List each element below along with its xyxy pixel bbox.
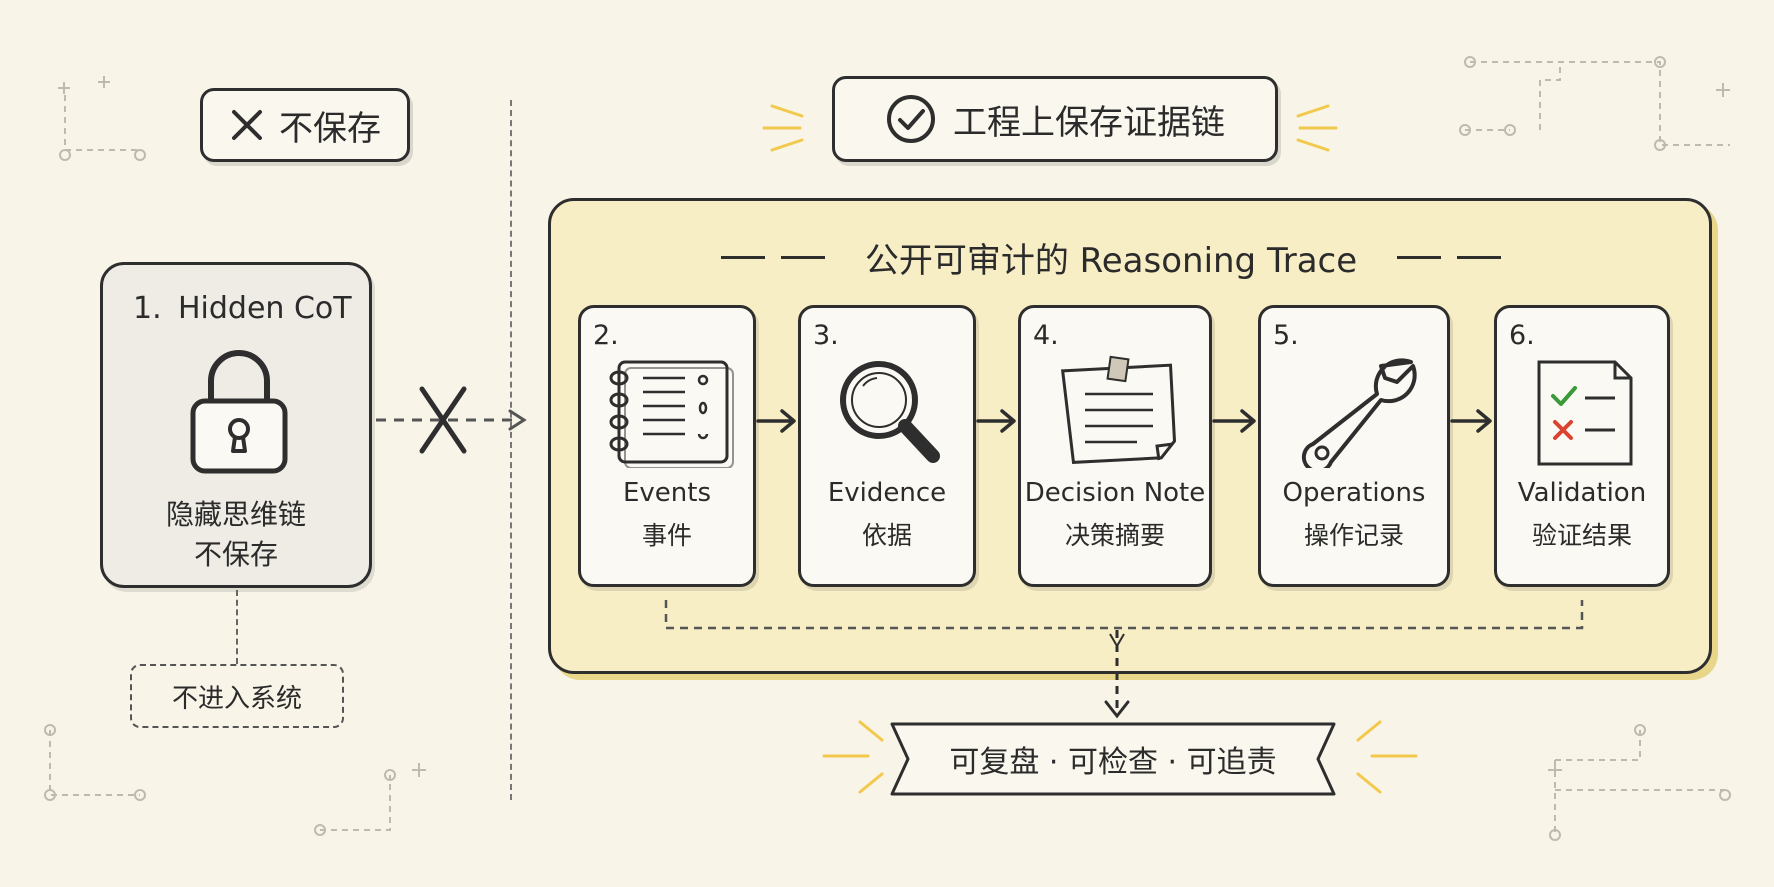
panel-title: 公开可审计的 Reasoning Trace: [864, 240, 1358, 281]
step-label-en: Operations: [1282, 478, 1426, 508]
hidden-cot-number: 1.: [133, 291, 162, 326]
title-dash-left2: [780, 255, 825, 259]
wrench-icon: [1301, 358, 1417, 468]
arrow-4-5: [1450, 409, 1492, 433]
step-label-zh: 依据: [861, 521, 912, 550]
not-in-system-label: 不进入系统: [171, 683, 302, 714]
step-card-events: 2. Events 事件: [578, 305, 756, 587]
arrow-3-4: [1212, 409, 1256, 433]
step-number: 6.: [1509, 320, 1535, 351]
step-card-decision-note: 4. Decision Note 决策摘要: [1018, 305, 1212, 587]
title-dash-right2: [1457, 255, 1502, 259]
arrow-2-3: [976, 409, 1016, 433]
hidden-cot-card: 1. Hidden CoT 隐藏思维链 不保存: [100, 262, 372, 588]
header-rays: [762, 104, 1338, 152]
magnifier-icon: [840, 361, 940, 463]
cross-icon: [232, 110, 262, 140]
step-label-zh: 决策摘要: [1064, 521, 1165, 550]
step-label-en: Events: [622, 478, 712, 508]
step-number: 2.: [593, 320, 619, 351]
hidden-cot-desc-line1: 隐藏思维链: [165, 498, 306, 531]
not-in-system-box: 不进入系统: [130, 664, 344, 728]
collect-arrow-tip-top: [1109, 633, 1125, 648]
step-card-validation: 6. Validation 验证结果: [1494, 305, 1670, 587]
hidden-cot-title: Hidden CoT: [178, 291, 352, 326]
arrow-1-2: [756, 409, 796, 433]
collect-bracket: [664, 600, 1584, 630]
saved-chain-header: 工程上保存证据链: [832, 76, 1278, 162]
notebook-icon: [609, 360, 734, 468]
section-divider: [510, 100, 512, 800]
hidden-cot-desc-line2: 不保存: [193, 538, 278, 571]
title-dash-right: [1397, 255, 1442, 259]
checklist-icon: [1537, 360, 1633, 466]
not-saved-label: 不保存: [279, 108, 381, 149]
step-label-zh: 事件: [641, 521, 692, 550]
panel-title-row: 公开可审计的 Reasoning Trace: [680, 232, 1542, 282]
padlock-icon: [190, 350, 288, 474]
check-circle-icon: [887, 95, 935, 143]
step-label-en: Decision Note: [1024, 478, 1206, 508]
banner-rays: [822, 720, 1418, 794]
blocked-arrow: [376, 386, 527, 454]
step-label-en: Evidence: [827, 478, 947, 508]
step-label-en: Validation: [1517, 478, 1647, 508]
banner-text: 可复盘 · 可检查 · 可追责: [949, 745, 1277, 780]
step-card-operations: 5. Operations 操作记录: [1258, 305, 1450, 587]
step-card-evidence: 3. Evidence 依据: [798, 305, 976, 587]
step-label-zh: 验证结果: [1531, 521, 1632, 550]
footnote-connector: [236, 590, 238, 664]
step-label-zh: 操作记录: [1303, 521, 1404, 550]
step-number: 3.: [813, 320, 839, 351]
banner-ribbon: [890, 722, 1336, 796]
not-saved-header: 不保存: [200, 88, 410, 162]
collect-arrow-head: [1104, 700, 1130, 719]
title-dash-left: [720, 255, 765, 259]
step-number: 4.: [1033, 320, 1059, 351]
saved-chain-label: 工程上保存证据链: [953, 102, 1225, 143]
step-number: 5.: [1273, 320, 1299, 351]
sticky-note-icon: [1060, 355, 1177, 464]
